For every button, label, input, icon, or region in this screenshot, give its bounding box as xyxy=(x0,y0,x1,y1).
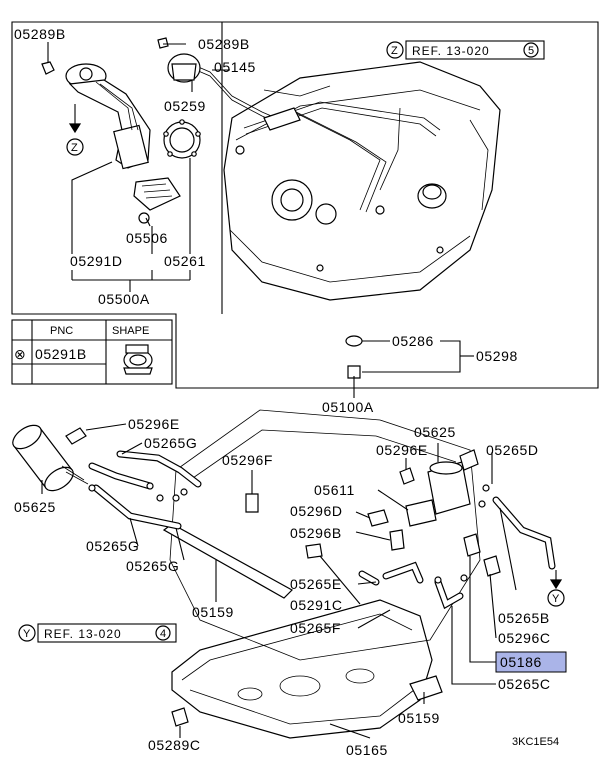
table-header-pnc: PNC xyxy=(50,325,73,337)
clip-05506 xyxy=(138,212,150,224)
label-05159-a: 05159 xyxy=(192,604,234,620)
washer-05286 xyxy=(345,335,363,347)
drawing-code: 3KC1E54 xyxy=(512,736,559,748)
svg-text:Z: Z xyxy=(391,45,398,57)
sender-unit-drawing xyxy=(65,63,181,211)
label-05289B-a: 05289B xyxy=(14,26,66,42)
svg-text:Z: Z xyxy=(71,142,78,154)
label-05265B: 05265B xyxy=(498,610,550,626)
bolt-05296C xyxy=(483,555,501,577)
nut-05289B-right xyxy=(157,37,169,49)
bolt-05296F xyxy=(245,493,259,513)
gasket-05261 xyxy=(163,119,201,159)
label-05296D: 05296D xyxy=(290,503,343,519)
highlight-05186 xyxy=(495,651,567,673)
clip-05291C xyxy=(305,543,323,559)
label-05145: 05145 xyxy=(214,59,256,75)
label-05506: 05506 xyxy=(126,230,168,246)
cover-05259 xyxy=(167,53,201,83)
leader-lines-bottom xyxy=(41,423,517,739)
svg-text:Y: Y xyxy=(552,593,560,605)
hoses-right xyxy=(358,496,556,610)
sender-subframe xyxy=(12,21,223,314)
callout-y-right: Y xyxy=(547,589,565,607)
table-row-pnc: 05291B xyxy=(35,346,87,362)
harness-05145 xyxy=(195,65,301,131)
label-05289B-b: 05289B xyxy=(198,36,250,52)
label-05265C: 05265C xyxy=(498,676,551,692)
table-header-shape: SHAPE xyxy=(112,325,149,337)
valve-05625-right xyxy=(427,449,479,515)
bolt-05296B xyxy=(389,529,405,551)
table-row-symbol: ⊗ xyxy=(14,346,26,362)
hose-clamp-shape-icon xyxy=(123,344,153,375)
label-05291C: 05291C xyxy=(290,597,343,613)
bolt-05296D xyxy=(367,509,389,527)
label-05296C: 05296C xyxy=(498,630,551,646)
label-05625-a: 05625 xyxy=(414,424,456,440)
label-05265G-c: 05265G xyxy=(126,558,179,574)
label-05100A: 05100A xyxy=(322,399,374,415)
label-05500A: 05500A xyxy=(98,291,150,307)
bolt-05298 xyxy=(347,365,361,379)
shape-table: PNC SHAPE ⊗ 05291B xyxy=(11,319,173,385)
joint-05611 xyxy=(405,499,437,527)
label-05261: 05261 xyxy=(164,253,206,269)
label-05265F: 05265F xyxy=(290,620,341,636)
svg-text:Y: Y xyxy=(23,628,31,640)
label-05265G-b: 05265G xyxy=(86,538,139,554)
label-05186: 05186 xyxy=(500,654,542,670)
leader-lines-top xyxy=(47,42,474,398)
label-05289C: 05289C xyxy=(148,737,201,753)
label-05291D: 05291D xyxy=(70,253,123,269)
label-05296E-b: 05296E xyxy=(376,442,428,458)
skid-plate-05165 xyxy=(171,599,433,739)
fuel-tank-drawing xyxy=(223,61,501,301)
canister-05625 xyxy=(12,424,89,492)
svg-text:5: 5 xyxy=(528,45,534,57)
bolt-05289C xyxy=(171,707,189,727)
hoses-left xyxy=(88,450,202,530)
z-ref-callout: Z REF. 13-020 5 xyxy=(386,40,545,60)
label-05286: 05286 xyxy=(392,333,434,349)
top-section-frame xyxy=(11,21,599,389)
svg-text:4: 4 xyxy=(160,628,166,640)
label-05159-b: 05159 xyxy=(398,710,440,726)
label-05265E: 05265E xyxy=(290,576,342,592)
y-ref-callout: Y REF. 13-020 4 xyxy=(18,623,177,643)
label-05265G-a: 05265G xyxy=(144,435,197,451)
bolt-05296E-right xyxy=(399,467,415,485)
svg-text:REF. 13-020: REF. 13-020 xyxy=(44,627,122,641)
label-05296F: 05296F xyxy=(222,452,273,468)
bracket-05159-right xyxy=(409,675,443,701)
callout-z-sender: Z xyxy=(66,138,84,156)
label-05265D: 05265D xyxy=(486,442,539,458)
label-05298: 05298 xyxy=(476,348,518,364)
check-valve-05186 xyxy=(463,533,481,557)
label-05625-b: 05625 xyxy=(14,499,56,515)
label-05296B: 05296B xyxy=(290,525,342,541)
nut-05289B-left xyxy=(41,61,55,75)
label-05165: 05165 xyxy=(346,742,388,758)
label-05296E-a: 05296E xyxy=(128,416,180,432)
label-05259: 05259 xyxy=(164,98,206,114)
svg-text:REF. 13-020: REF. 13-020 xyxy=(412,44,490,58)
bolt-05296E-left xyxy=(65,427,87,445)
label-05611: 05611 xyxy=(314,482,355,498)
